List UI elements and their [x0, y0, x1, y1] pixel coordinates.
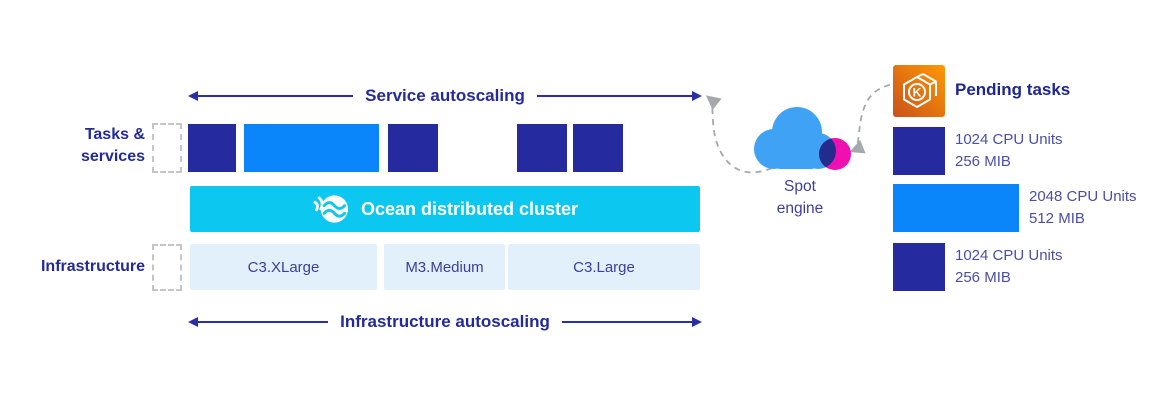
tasks-services-label: Tasks & services — [38, 124, 145, 168]
pending-task-memory: 512 MIB — [1029, 210, 1085, 227]
tasks-placeholder-dashed-box — [152, 123, 182, 173]
spot-engine-label-line2: engine — [776, 200, 824, 217]
spot-cloud-icon — [754, 107, 851, 170]
ocean-cluster-bar: Ocean distributed cluster — [190, 186, 700, 232]
pending-task-cpu: 1024 CPU Units — [955, 131, 1063, 148]
service-autoscaling-arrow: Service autoscaling — [187, 86, 703, 106]
pending-tasks-title: Pending tasks — [955, 80, 1071, 99]
pending-task-label-2: 2048 CPU Units 512 MIB — [1029, 186, 1137, 230]
instance-box-m3-medium: M3.Medium — [384, 244, 505, 290]
task-block-navy-3 — [517, 124, 567, 172]
arrow-left-segment — [187, 91, 354, 101]
tasks-services-label-line2: services — [80, 148, 145, 165]
pending-task-memory: 256 MIB — [955, 269, 1011, 286]
pending-task-cpu: 2048 CPU Units — [1029, 188, 1137, 205]
pending-task-block-1 — [893, 127, 945, 175]
spot-engine-label-line1: Spot — [784, 178, 816, 195]
pending-to-spot-dashed-arrow — [849, 84, 891, 154]
pending-task-memory: 256 MIB — [955, 153, 1011, 170]
infrastructure-autoscaling-label: Infrastructure autoscaling — [340, 312, 550, 331]
spot-to-service-dashed-arrow — [705, 95, 773, 174]
ocean-cluster-label: Ocean distributed cluster — [360, 198, 579, 219]
svg-text:K: K — [913, 86, 922, 100]
service-autoscaling-label: Service autoscaling — [365, 86, 525, 105]
task-block-navy-4 — [573, 124, 623, 172]
spot-engine-label: Spot engine — [758, 176, 842, 220]
pending-task-cpu: 1024 CPU Units — [955, 247, 1063, 264]
pending-task-label-3: 1024 CPU Units 256 MIB — [955, 245, 1063, 289]
tasks-services-label-line1: Tasks & — [84, 126, 145, 143]
ocean-waves-icon — [312, 192, 350, 226]
instance-box-c3-large: C3.Large — [508, 244, 700, 290]
pending-task-block-2 — [893, 184, 1019, 232]
infrastructure-placeholder-dashed-box — [152, 244, 182, 291]
arrow-left-segment — [187, 317, 329, 327]
task-block-navy-1 — [188, 124, 236, 172]
instance-box-c3-xlarge: C3.XLarge — [190, 244, 377, 290]
task-block-navy-2 — [388, 124, 438, 172]
pending-task-block-3 — [893, 243, 945, 291]
task-block-blue-wide — [244, 124, 379, 172]
infrastructure-label: Infrastructure — [40, 258, 145, 275]
pending-task-label-1: 1024 CPU Units 256 MIB — [955, 129, 1063, 173]
arrow-right-segment — [561, 317, 703, 327]
infrastructure-autoscaling-arrow: Infrastructure autoscaling — [187, 312, 703, 332]
arrow-right-segment — [536, 91, 703, 101]
eks-kubernetes-icon: K — [893, 65, 945, 117]
